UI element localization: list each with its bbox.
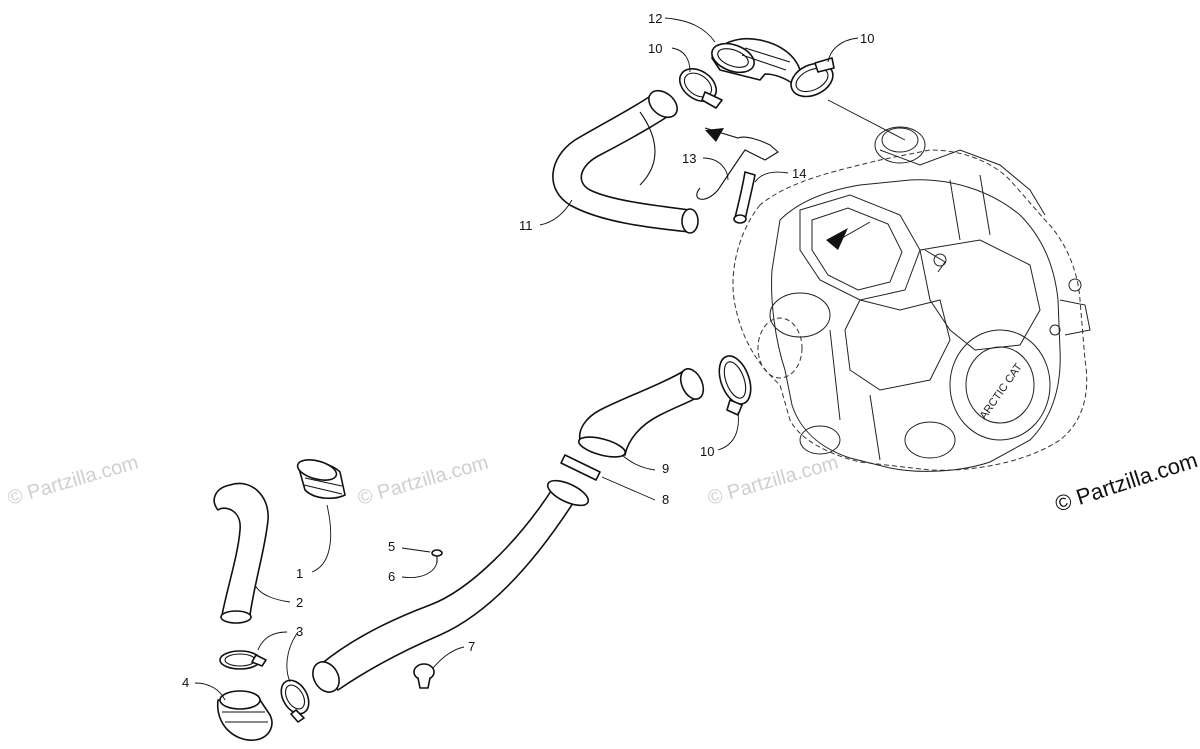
callout-2: 2 [296, 595, 303, 610]
engine-brand-label: ARCTIC CAT [978, 361, 1025, 422]
callout-10-a: 10 [648, 41, 662, 56]
part-7-grommet [413, 663, 435, 689]
callout-5: 5 [388, 539, 395, 554]
callout-7: 7 [468, 639, 475, 654]
part-8-clamp [560, 454, 601, 481]
part-3-clamp-right [280, 679, 310, 723]
watermarks: © Partzilla.com © Partzilla.com © Partzi… [5, 452, 841, 510]
part-6-long-duct [312, 479, 590, 693]
part-12-elbow-boot [711, 38, 801, 86]
engine-arrow-icon [826, 228, 848, 250]
callout-6: 6 [388, 569, 395, 584]
callouts: 12 10 10 11 13 14 10 9 8 5 6 1 2 3 7 4 [182, 11, 874, 690]
part-9-intake-hose [577, 368, 705, 458]
copyright-text: © Partzilla.com [1052, 447, 1200, 517]
callout-11: 11 [519, 218, 533, 233]
arrow-icon [705, 128, 724, 142]
part-3-clamp-left [219, 650, 267, 670]
part-14-small-hose [733, 171, 756, 224]
part-2-hose [213, 482, 269, 624]
callout-9: 9 [662, 461, 669, 476]
callout-1: 1 [296, 566, 303, 581]
callout-12: 12 [648, 11, 662, 26]
part-1-boot [296, 459, 346, 500]
callout-13: 13 [682, 151, 696, 166]
part-10-clamp-upper-left [678, 67, 723, 109]
callout-3: 3 [296, 624, 303, 639]
callout-10-b: 10 [860, 31, 874, 46]
callout-4: 4 [182, 675, 189, 690]
watermark-2: © Partzilla.com [355, 452, 491, 510]
callout-10-c: 10 [700, 444, 714, 459]
engine-assembly: ARCTIC CAT [732, 126, 1091, 472]
part-10-clamp-lower [718, 355, 752, 416]
watermark-1: © Partzilla.com [5, 452, 141, 510]
callout-8: 8 [662, 492, 669, 507]
part-13-wire-clip [696, 127, 779, 200]
watermark-3: © Partzilla.com [705, 452, 841, 510]
leader-lines [194, 17, 906, 701]
part-11-curved-hose [552, 89, 699, 234]
callout-14: 14 [792, 166, 806, 181]
part-10-clamp-upper-right [790, 57, 835, 98]
part-4-elbow [217, 690, 273, 741]
